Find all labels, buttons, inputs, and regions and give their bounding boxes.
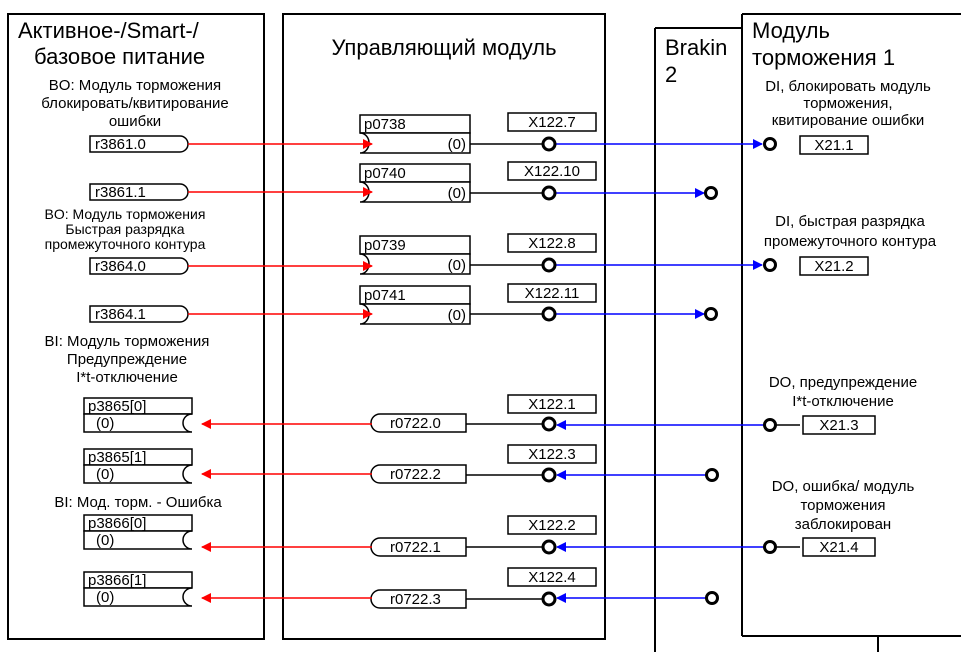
braking-module-2-title-1: Brakin [665, 35, 727, 60]
connector-r3861-1: r3861.1 [89, 183, 189, 201]
bi-warning-label-3: I*t-отключение [76, 369, 178, 386]
svg-text:X122.2: X122.2 [528, 517, 576, 534]
input-block-p3865-1: p3865[1] (0) [83, 448, 193, 484]
svg-text:r0722.1: r0722.1 [390, 539, 441, 556]
connector-r0722-0: r0722.0 [370, 413, 467, 433]
input-block-p3865-0: p3865[0] (0) [83, 397, 193, 433]
terminal-x21-4: X21.4 [802, 537, 876, 557]
connector-r0722-1: r0722.1 [370, 537, 467, 557]
svg-text:X21.2: X21.2 [814, 258, 853, 275]
svg-text:(0): (0) [96, 466, 114, 483]
control-unit-title: Управляющий модуль [331, 35, 556, 60]
terminal-x21-3: X21.3 [802, 415, 876, 435]
di-discharge-label-1: DI, быстрая разрядка [775, 213, 925, 230]
svg-text:p3865[0]: p3865[0] [88, 398, 146, 415]
svg-text:p0741: p0741 [364, 287, 406, 304]
terminal-x122-10: X122.10 [507, 161, 597, 181]
svg-text:X122.11: X122.11 [525, 285, 580, 302]
infeed-title-line-2: базовое питание [34, 44, 205, 69]
svg-text:X21.3: X21.3 [819, 417, 858, 434]
param-block-p0738: p0738 (0) [359, 114, 471, 154]
terminal-x122-2: X122.2 [507, 515, 597, 535]
svg-text:(0): (0) [96, 532, 114, 549]
terminal-x122-1: X122.1 [507, 394, 597, 414]
bo-block-label-1: BO: Модуль торможения [49, 77, 221, 94]
svg-text:X21.4: X21.4 [819, 539, 858, 556]
bi-fault-label: BI: Мод. торм. - Ошибка [54, 494, 222, 511]
terminal-x122-11: X122.11 [507, 283, 597, 303]
svg-text:r3861.1: r3861.1 [95, 184, 146, 201]
terminal-x122-8: X122.8 [507, 233, 597, 253]
terminal-x21-2: X21.2 [799, 256, 869, 276]
input-block-p3866-1: p3866[1] (0) [83, 571, 193, 607]
infeed-title-line-1: Активное-/Smart-/ [18, 18, 200, 43]
connector-r3861-0: r3861.0 [89, 135, 189, 153]
braking-module-1-title-1: Модуль [752, 18, 830, 43]
svg-text:p3866[0]: p3866[0] [88, 515, 146, 532]
bo-discharge-label-3: промежуточного контура [45, 236, 206, 252]
svg-text:p3866[1]: p3866[1] [88, 572, 146, 589]
svg-text:X21.1: X21.1 [814, 137, 853, 154]
di-block-label-2: торможения, [803, 95, 892, 112]
connector-r3864-0: r3864.0 [89, 257, 189, 275]
svg-text:(0): (0) [448, 307, 466, 324]
braking-module-1-title-2: торможения 1 [752, 45, 895, 70]
param-block-p0740: p0740 (0) [359, 163, 471, 203]
terminal-circles [541, 136, 777, 607]
bo-discharge-label-2: Быстрая разрядка [65, 221, 184, 237]
svg-text:p0739: p0739 [364, 237, 406, 254]
bi-warning-label-1: BI: Модуль торможения [45, 333, 210, 350]
svg-text:p3865[1]: p3865[1] [88, 449, 146, 466]
bo-discharge-label-1: BO: Модуль торможения [45, 206, 206, 222]
param-block-p0741: p0741 (0) [359, 285, 471, 325]
bo-block-label-2: блокировать/квитирование [41, 95, 228, 112]
braking-module-2-panel [654, 27, 742, 652]
param-block-p0739: p0739 (0) [359, 235, 471, 275]
do-warning-label-1: DO, предупреждение [769, 374, 917, 391]
svg-text:p0738: p0738 [364, 116, 406, 133]
bo-block-label-3: ошибки [109, 113, 161, 130]
svg-text:r3864.1: r3864.1 [95, 306, 146, 323]
svg-text:(0): (0) [96, 589, 114, 606]
svg-text:X122.3: X122.3 [528, 446, 576, 463]
do-fault-label-3: заблокирован [795, 516, 891, 533]
svg-text:r0722.2: r0722.2 [390, 466, 441, 483]
connector-r0722-2: r0722.2 [370, 464, 467, 484]
terminal-x21-1: X21.1 [799, 135, 869, 155]
svg-text:r0722.3: r0722.3 [390, 591, 441, 608]
do-warning-label-2: I*t-отключение [792, 393, 894, 410]
terminal-x122-3: X122.3 [507, 444, 597, 464]
connector-r0722-3: r0722.3 [370, 589, 467, 609]
svg-text:(0): (0) [96, 415, 114, 432]
svg-text:(0): (0) [448, 185, 466, 202]
connector-r3864-1: r3864.1 [89, 305, 189, 323]
svg-text:p0740: p0740 [364, 165, 406, 182]
svg-text:X122.1: X122.1 [528, 396, 576, 413]
braking-module-1-panel [741, 13, 961, 652]
bi-warning-label-2: Предупреждение [67, 351, 187, 368]
di-block-label-1: DI, блокировать модуль [765, 78, 931, 95]
svg-text:r3861.0: r3861.0 [95, 136, 146, 153]
terminal-x122-7: X122.7 [507, 112, 597, 132]
input-block-p3866-0: p3866[0] (0) [83, 514, 193, 550]
wires [188, 139, 800, 603]
svg-text:(0): (0) [448, 136, 466, 153]
di-discharge-label-2: промежуточного контура [764, 233, 937, 250]
svg-text:X122.4: X122.4 [528, 569, 576, 586]
do-fault-label-1: DO, ошибка/ модуль [772, 478, 915, 495]
svg-text:X122.10: X122.10 [524, 163, 580, 180]
do-fault-label-2: торможения [800, 497, 885, 514]
svg-text:r3864.0: r3864.0 [95, 258, 146, 275]
braking-module-2-title-2: 2 [665, 62, 677, 87]
svg-text:X122.8: X122.8 [528, 235, 576, 252]
svg-text:X122.7: X122.7 [528, 114, 576, 131]
svg-text:r0722.0: r0722.0 [390, 415, 441, 432]
di-block-label-3: квитирование ошибки [772, 112, 924, 129]
svg-text:(0): (0) [448, 257, 466, 274]
terminal-x122-4: X122.4 [507, 567, 597, 587]
